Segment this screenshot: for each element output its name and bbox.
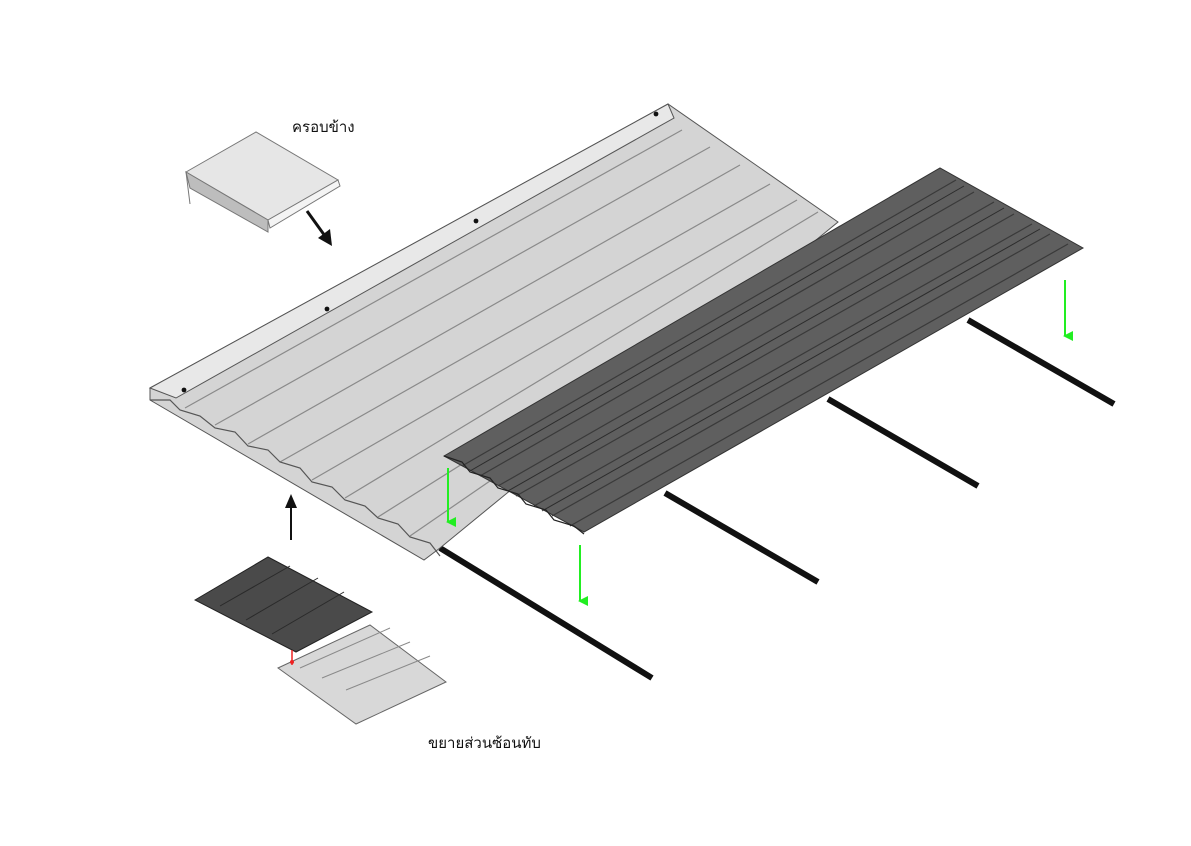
screw-hole xyxy=(653,111,659,117)
screw-hole xyxy=(324,306,330,312)
purlin xyxy=(663,490,820,585)
overlap-marker xyxy=(290,660,294,664)
purlin xyxy=(438,545,654,681)
side-cap-piece xyxy=(185,131,341,233)
green-down-arrows xyxy=(446,280,1073,606)
screw-hole xyxy=(181,387,187,393)
dark-sheet-ribs xyxy=(461,179,1069,527)
purlin xyxy=(966,317,1116,407)
purlin xyxy=(826,396,980,489)
up-arrowhead xyxy=(285,494,297,508)
cap-arrowhead xyxy=(318,229,332,246)
dark-sheet-edge xyxy=(443,455,585,535)
cap-arrow-icon xyxy=(305,210,327,237)
light-roof-sheet xyxy=(148,103,841,561)
side-cap-label: ครอบข้าง xyxy=(292,118,355,136)
purlins xyxy=(438,317,1116,681)
dark-roof-sheet xyxy=(442,167,1085,535)
overlap-detail xyxy=(193,556,447,725)
screw-hole xyxy=(473,218,479,224)
overlap-detail-label: ขยายส่วนซ้อนทับ xyxy=(428,734,541,752)
light-sheet-ribs xyxy=(184,129,841,537)
light-sheet-edge xyxy=(150,399,441,557)
